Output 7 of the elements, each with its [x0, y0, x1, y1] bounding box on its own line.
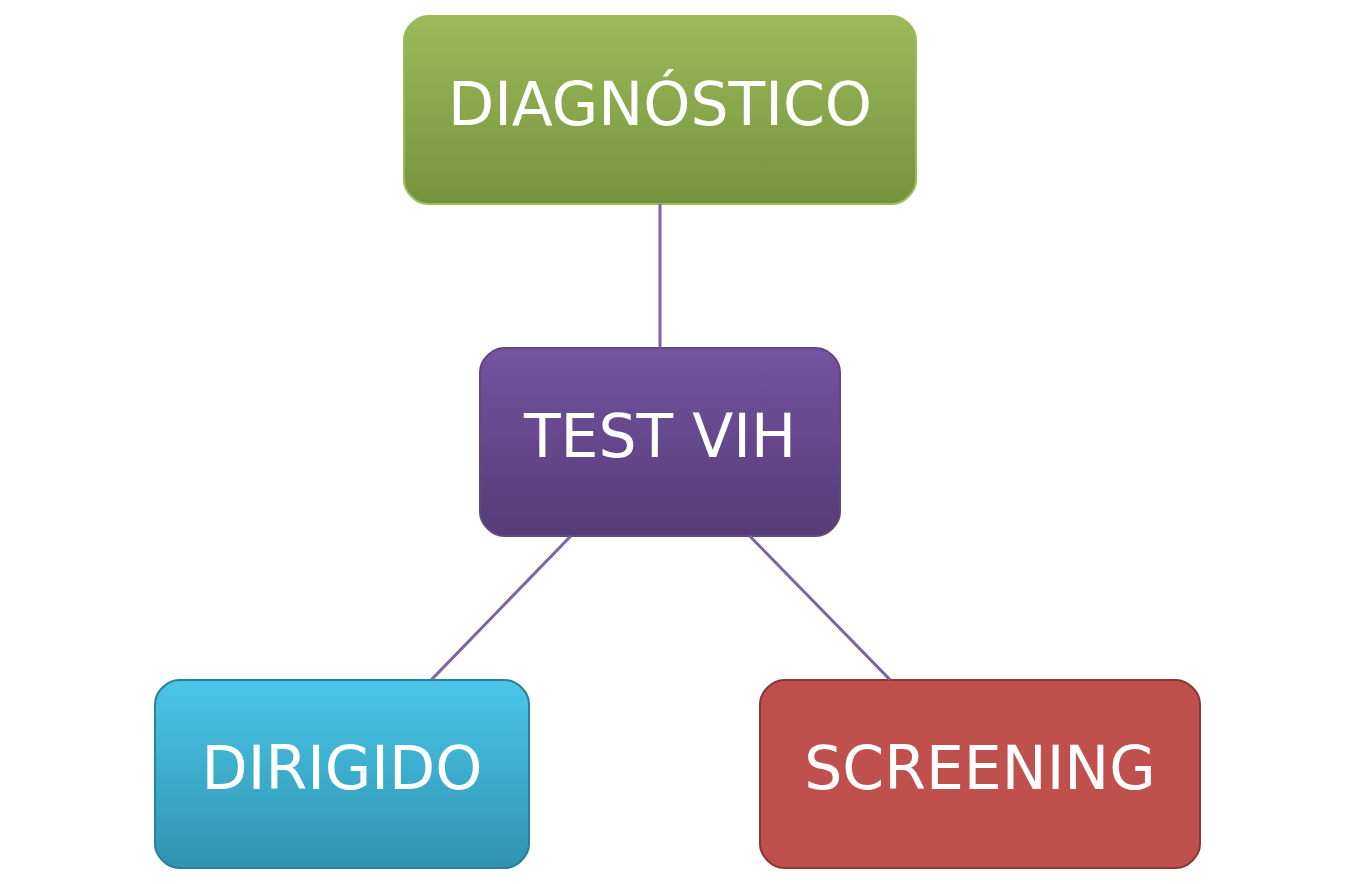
- connector: [658, 204, 661, 348]
- node-box: SCREENING: [758, 679, 1201, 869]
- connector: [429, 535, 572, 681]
- node-box: DIAGNÓSTICO: [402, 15, 917, 205]
- node-box: DIRIGIDO: [153, 679, 530, 869]
- connector: [748, 535, 891, 681]
- node-box: TEST VIH: [478, 347, 841, 537]
